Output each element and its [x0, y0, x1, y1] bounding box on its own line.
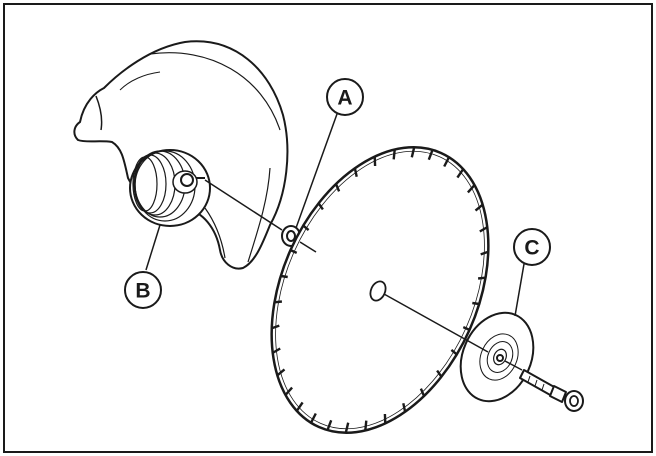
blade-tooth-slot	[276, 368, 286, 377]
blade-teeth	[271, 147, 489, 433]
blade-tooth-slot	[295, 401, 304, 412]
blade-tooth-slot	[353, 167, 358, 177]
cutting-blade	[270, 146, 490, 434]
callout-b-label: B	[135, 280, 150, 303]
blade-tooth-slot	[477, 276, 486, 280]
blade-tooth-slot	[290, 249, 298, 254]
blade-tooth-slot	[344, 422, 350, 433]
blade-tooth-slot	[364, 420, 368, 431]
blade-tooth-slot	[427, 149, 434, 161]
blade-tooth-slot	[274, 300, 283, 304]
callout-a: A	[326, 78, 364, 116]
callout-b: B	[124, 271, 162, 309]
callout-c-label: C	[524, 237, 539, 260]
blade-tooth-slot	[317, 202, 324, 211]
blade-tooth-slot	[272, 347, 281, 354]
blade-tooth-slot	[326, 419, 333, 431]
blade-tooth-slot	[456, 168, 465, 179]
blade-tooth-slot	[271, 324, 280, 330]
blade-tooth-slot	[309, 412, 317, 424]
blade-tooth-slot	[280, 274, 288, 279]
blade-tooth-slot	[302, 224, 310, 232]
blade-tooth-slot	[436, 369, 443, 378]
blade-tooth-slot	[450, 348, 458, 356]
assembly-axis-line	[204, 179, 523, 371]
blade-tooth-slot	[410, 147, 416, 158]
blade-tooth-slot	[462, 326, 470, 331]
blade-tooth-slot	[334, 183, 341, 192]
blade-tooth-slot	[479, 226, 488, 233]
blade-tooth-slot	[402, 403, 407, 413]
blade-tooth-slot	[392, 149, 396, 160]
blade-tooth-slot	[472, 301, 480, 306]
callout-a-label: A	[337, 87, 352, 110]
blade-tooth-slot	[284, 386, 293, 396]
blade-tooth-slot	[474, 203, 484, 212]
drive-pulley	[129, 149, 211, 227]
blade-tooth-slot	[480, 250, 489, 256]
blade-bolt	[519, 369, 584, 412]
blade-tooth-slot	[419, 388, 426, 397]
leader-lines	[145, 113, 525, 317]
blade-tooth-slot	[443, 156, 451, 168]
blade-tooth-slot	[467, 184, 476, 194]
callout-c: C	[513, 228, 551, 266]
